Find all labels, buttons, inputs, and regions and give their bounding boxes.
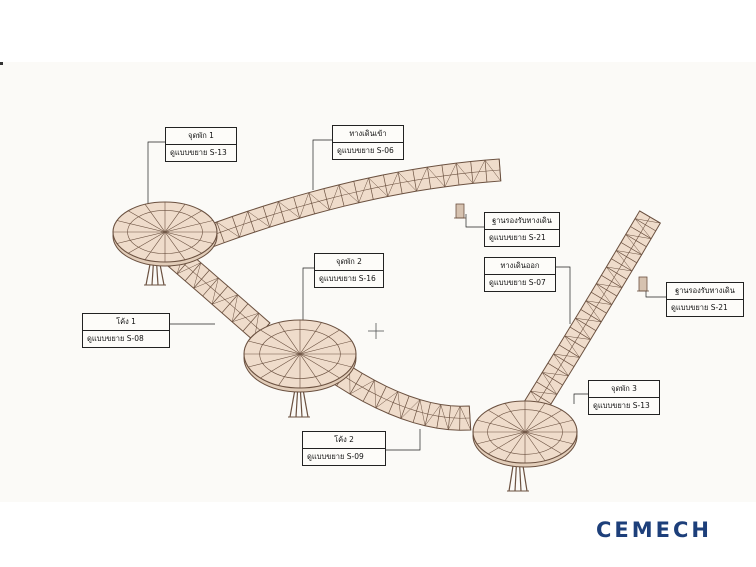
callout-rest1: จุดพัก 1 ดูแบบขยาย S-13	[165, 127, 237, 162]
callout-exit-title: ทางเดินออก	[485, 258, 555, 275]
drawing-sheet: จุดพัก 1 ดูแบบขยาย S-13 ทางเดินเข้า ดูแบ…	[0, 62, 756, 502]
callout-curve2: โค้ง 2 ดูแบบขยาย S-09	[302, 431, 386, 466]
leader-line-1	[147, 141, 167, 207]
callout-rest1-title: จุดพัก 1	[166, 128, 236, 145]
leader-lines	[147, 139, 666, 451]
callout-curve1-ref: ดูแบบขยาย S-08	[87, 334, 144, 343]
sheet-corner-mark	[0, 62, 3, 65]
walkway-isometric-drawing	[112, 139, 666, 492]
callout-curve2-ref: ดูแบบขยาย S-09	[307, 452, 364, 461]
callout-rest1-ref: ดูแบบขยาย S-13	[170, 148, 227, 157]
walkway-trusses	[161, 158, 662, 431]
callout-entry: ทางเดินเข้า ดูแบบขยาย S-06	[332, 125, 404, 160]
rest-platform-2	[243, 319, 357, 393]
leader-line-8	[573, 393, 588, 404]
leader-line-3	[465, 214, 484, 228]
callout-support2-title: ฐานรองรับทางเดิน	[667, 283, 743, 300]
callout-support1-ref: ดูแบบขยาย S-21	[489, 233, 546, 242]
callout-curve1-title: โค้ง 1	[83, 314, 169, 331]
walkway-entry	[200, 158, 502, 249]
callout-rest3-title: จุดพัก 3	[589, 381, 659, 398]
walkway-support-exit	[637, 276, 649, 292]
callout-rest2-title: จุดพัก 2	[315, 254, 383, 271]
center-crosshair	[368, 323, 384, 339]
cemech-logo: CEMECH	[596, 518, 712, 542]
rest-platform-1	[112, 201, 218, 267]
callout-curve1: โค้ง 1 ดูแบบขยาย S-08	[82, 313, 170, 348]
callout-exit-ref: ดูแบบขยาย S-07	[489, 278, 546, 287]
leader-line-9	[384, 429, 421, 451]
walkway-support-entry	[454, 203, 466, 219]
callout-entry-title: ทางเดินเข้า	[333, 126, 403, 143]
callout-rest3-ref: ดูแบบขยาย S-13	[593, 401, 650, 410]
callout-rest2: จุดพัก 2 ดูแบบขยาย S-16	[314, 253, 384, 288]
leader-line-2	[312, 139, 332, 190]
callout-support2-ref: ดูแบบขยาย S-21	[671, 303, 728, 312]
walkway-supports	[454, 203, 649, 292]
callout-support1-title: ฐานรองรับทางเดิน	[485, 213, 559, 230]
leader-line-6	[645, 287, 666, 298]
rest-platform-3	[472, 400, 578, 468]
callout-rest3: จุดพัก 3 ดูแบบขยาย S-13	[588, 380, 660, 415]
leader-line-5	[554, 266, 571, 324]
callout-entry-ref: ดูแบบขยาย S-06	[337, 146, 394, 155]
callout-exit: ทางเดินออก ดูแบบขยาย S-07	[484, 257, 556, 292]
leader-line-4	[302, 267, 314, 324]
callout-curve2-title: โค้ง 2	[303, 432, 385, 449]
callout-support2: ฐานรองรับทางเดิน ดูแบบขยาย S-21	[666, 282, 744, 317]
callout-support1: ฐานรองรับทางเดิน ดูแบบขยาย S-21	[484, 212, 560, 247]
callout-rest2-ref: ดูแบบขยาย S-16	[319, 274, 376, 283]
rest-platforms	[112, 201, 578, 468]
